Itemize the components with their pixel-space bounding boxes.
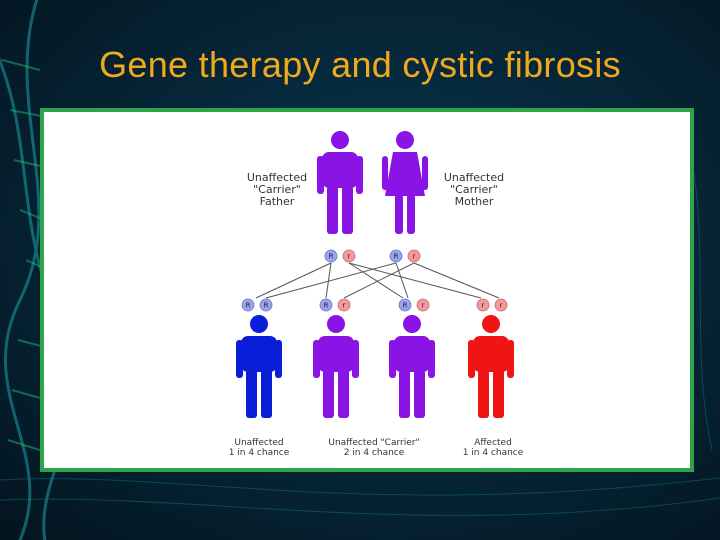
child-2-3-label: Unaffected "Carrier" 2 in 4 chance: [314, 438, 434, 458]
svg-text:r: r: [343, 302, 346, 310]
inheritance-lines: [256, 263, 499, 298]
father-allele-recessive: r: [343, 250, 355, 262]
svg-text:R: R: [246, 302, 251, 310]
child-2-figure: [313, 315, 359, 418]
mother-allele-dominant: R: [390, 250, 402, 262]
mother-label: Unaffected "Carrier" Mother: [429, 172, 519, 208]
svg-text:r: r: [422, 302, 425, 310]
child-2-alleles: R r: [320, 299, 350, 311]
svg-text:r: r: [482, 302, 485, 310]
slide-title: Gene therapy and cystic fibrosis: [0, 44, 720, 86]
father-label: Unaffected "Carrier" Father: [232, 172, 322, 208]
svg-text:R: R: [324, 302, 329, 310]
svg-text:R: R: [329, 253, 334, 261]
svg-text:R: R: [264, 302, 269, 310]
child-3-alleles: R r: [399, 299, 429, 311]
child-1-label: Unaffected 1 in 4 chance: [214, 438, 304, 458]
child-1-figure: [236, 315, 282, 418]
svg-text:r: r: [413, 253, 416, 261]
inheritance-diagram: R r R r R R R: [40, 108, 694, 472]
child-4-label: Affected 1 in 4 chance: [448, 438, 538, 458]
mother-allele-recessive: r: [408, 250, 420, 262]
child-4-alleles: r r: [477, 299, 507, 311]
child-1-alleles: R R: [242, 299, 272, 311]
svg-text:R: R: [394, 253, 399, 261]
mother-figure: [382, 131, 428, 234]
father-figure: [317, 131, 363, 234]
svg-text:r: r: [500, 302, 503, 310]
child-4-figure: [468, 315, 514, 418]
child-3-figure: [389, 315, 435, 418]
svg-text:r: r: [348, 253, 351, 261]
svg-text:R: R: [403, 302, 408, 310]
father-allele-dominant: R: [325, 250, 337, 262]
